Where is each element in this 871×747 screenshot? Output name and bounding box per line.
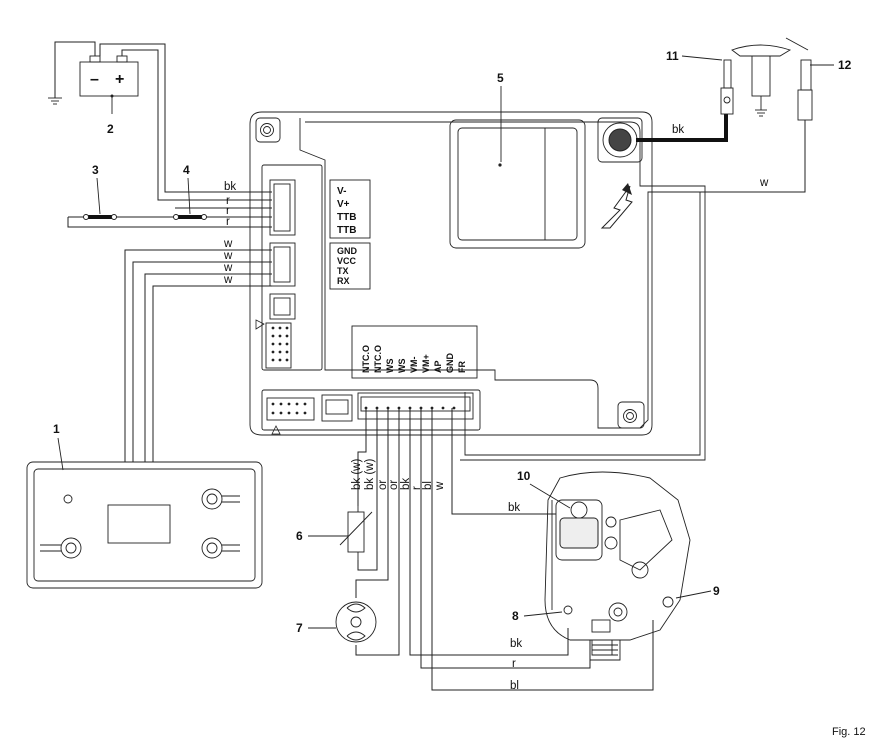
battery-minus: – bbox=[90, 71, 99, 88]
wire-label: w bbox=[223, 262, 233, 274]
battery-plus: + bbox=[115, 71, 124, 88]
switch-4 bbox=[173, 207, 272, 220]
ionization-electrode bbox=[648, 37, 813, 193]
callout-7: 7 bbox=[296, 621, 303, 635]
wire-label: w bbox=[759, 177, 769, 189]
wire-label: r bbox=[226, 205, 230, 217]
callout-11: 11 bbox=[666, 49, 679, 63]
wire-label: bl bbox=[510, 680, 519, 692]
wire-label: or bbox=[388, 480, 400, 490]
term-label: NTC.O bbox=[373, 345, 383, 373]
terminal-labels-group-1: V- V+ TTB TTB bbox=[337, 186, 356, 236]
terminal-labels-group-2: GND VCC TX RX bbox=[337, 246, 358, 286]
callout-9: 9 bbox=[713, 584, 720, 598]
term-label: TTB bbox=[337, 212, 356, 223]
wire-label: bl bbox=[422, 481, 434, 490]
wire-label: bk bbox=[508, 502, 520, 514]
wire-label: bk bbox=[672, 124, 684, 136]
term-label: GND bbox=[337, 246, 358, 256]
terminal-labels-bottom: NTC.O NTC.O WS WS VM- VM+ AP GND FR bbox=[361, 345, 467, 373]
callout-6: 6 bbox=[296, 529, 303, 543]
wire-label: r bbox=[512, 658, 516, 670]
callout-2: 2 bbox=[107, 122, 114, 136]
wire-label: r bbox=[226, 195, 230, 207]
callout-8: 8 bbox=[512, 609, 519, 623]
wire-label: or bbox=[377, 480, 389, 490]
term-label: VM+ bbox=[421, 354, 431, 373]
wire-label: r bbox=[411, 486, 423, 490]
term-label: AP bbox=[433, 360, 443, 373]
term-label: VCC bbox=[337, 256, 357, 266]
ntc-sensor bbox=[339, 408, 378, 571]
ground-symbol bbox=[48, 41, 96, 105]
gas-valve bbox=[409, 408, 691, 691]
callout-10: 10 bbox=[517, 469, 531, 483]
callouts: 1 2 3 4 5 6 7 8 9 10 11 12 bbox=[53, 49, 852, 635]
term-label: TTB bbox=[337, 225, 356, 236]
switch-3 bbox=[67, 214, 272, 228]
figure-label: Fig. 12 bbox=[832, 726, 866, 738]
wire-label: bk (w) bbox=[351, 459, 363, 490]
wire-label: bk (w) bbox=[364, 459, 376, 490]
term-label: WS bbox=[397, 359, 407, 374]
term-label: FR bbox=[457, 361, 467, 373]
term-label: RX bbox=[337, 276, 350, 286]
callout-3: 3 bbox=[92, 163, 99, 177]
wire-label: w bbox=[434, 481, 446, 491]
term-label: NTC.O bbox=[361, 345, 371, 373]
flow-switch bbox=[335, 408, 400, 656]
battery: – + bbox=[79, 55, 139, 114]
wire-label: w bbox=[223, 250, 233, 262]
wire-label: bk bbox=[510, 638, 522, 650]
wire-label: w bbox=[223, 238, 233, 250]
ignition-electrode bbox=[636, 44, 792, 142]
term-label: V- bbox=[337, 186, 346, 197]
term-label: WS bbox=[385, 359, 395, 374]
remote-control-panel bbox=[26, 249, 272, 589]
term-label: GND bbox=[445, 353, 455, 374]
wire-label: w bbox=[223, 274, 233, 286]
wire-label: r bbox=[226, 216, 230, 228]
wire-label: bk bbox=[400, 478, 412, 490]
callout-5: 5 bbox=[497, 71, 504, 85]
term-label: TX bbox=[337, 266, 349, 276]
wire-label: bk bbox=[224, 181, 236, 193]
term-label: VM- bbox=[409, 357, 419, 374]
callout-4: 4 bbox=[183, 163, 190, 177]
callout-12: 12 bbox=[838, 58, 852, 72]
control-board bbox=[249, 111, 706, 461]
term-label: V+ bbox=[337, 199, 350, 210]
callout-1: 1 bbox=[53, 422, 60, 436]
